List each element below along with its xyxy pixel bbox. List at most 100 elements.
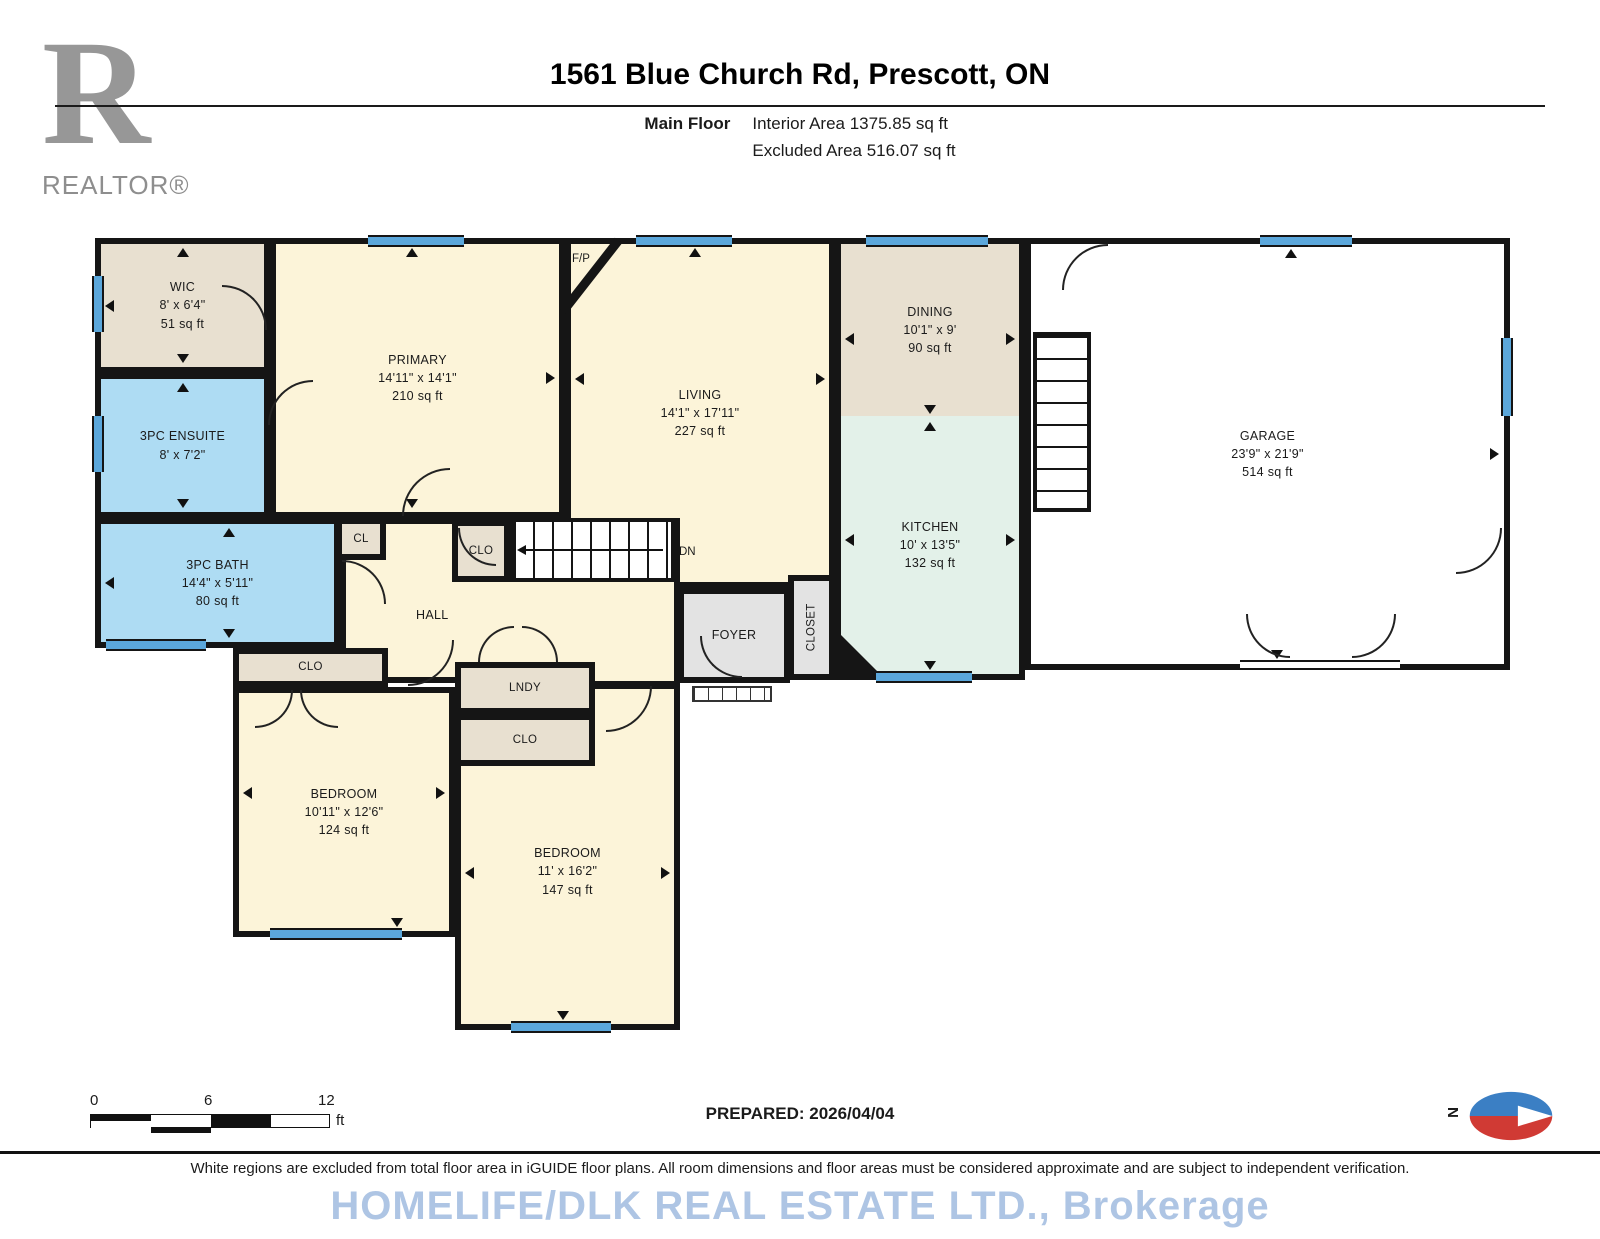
dimension-arrow xyxy=(816,373,825,386)
window xyxy=(92,416,104,472)
room-clo-bedroom1: CLO xyxy=(233,648,388,687)
room-dining: DINING 10'1" x 9' 90 sq ft xyxy=(835,238,1025,416)
room-name: WIC xyxy=(169,280,196,295)
garage-stairs xyxy=(1033,332,1091,512)
dimension-arrow xyxy=(1006,533,1015,546)
scale-segment xyxy=(91,1121,151,1127)
stair-direction-line xyxy=(524,549,663,551)
window xyxy=(106,639,206,651)
room-primary: PRIMARY 14'11" x 14'1" 210 sq ft xyxy=(270,238,565,518)
dimension-arrow xyxy=(845,332,854,345)
dimension-arrow xyxy=(243,786,252,799)
room-dims: 10'1" x 9' xyxy=(903,322,957,337)
window xyxy=(368,235,464,247)
room-area: 227 sq ft xyxy=(674,424,726,439)
compass-n-label: N xyxy=(1444,1107,1462,1118)
brokerage-watermark: HOMELIFE/DLK REAL ESTATE LTD., Brokerage xyxy=(330,1184,1270,1228)
dimension-arrow xyxy=(390,918,403,927)
compass-icon xyxy=(1469,1091,1553,1141)
scale-unit: ft xyxy=(336,1112,345,1129)
dimension-arrow xyxy=(405,248,418,257)
compass: N xyxy=(1444,1090,1558,1142)
stairs-main xyxy=(510,518,675,582)
room-name: KITCHEN xyxy=(901,519,959,534)
window xyxy=(270,928,402,940)
room-name: 3PC BATH xyxy=(186,557,249,572)
room-name: CLO xyxy=(298,661,323,674)
room-name: GARAGE xyxy=(1239,428,1296,443)
room-name: LIVING xyxy=(678,387,722,402)
dimension-arrow xyxy=(1006,332,1015,345)
window xyxy=(636,235,732,247)
room-area: 514 sq ft xyxy=(1242,465,1293,480)
floor-summary: Main Floor Interior Area 1375.85 sq ft E… xyxy=(0,114,1600,168)
scale-segment xyxy=(211,1121,271,1127)
disclaimer-text: White regions are excluded from total fl… xyxy=(190,1160,1410,1177)
room-name: HALL xyxy=(416,608,449,622)
header-divider xyxy=(55,105,1545,107)
excluded-area: Excluded Area 516.07 sq ft xyxy=(752,141,956,160)
room-dims: 8' x 7'2" xyxy=(159,447,206,462)
prepared-date: PREPARED: 2026/04/04 xyxy=(705,1104,895,1123)
room-bath: 3PC BATH 14'4" x 5'11" 80 sq ft xyxy=(95,518,340,648)
dimension-arrow xyxy=(176,499,189,508)
dimension-arrow xyxy=(1285,249,1298,258)
room-area: 132 sq ft xyxy=(904,556,956,571)
scale-segment xyxy=(91,1127,151,1133)
realtor-logo: R REALTOR® xyxy=(42,18,192,201)
room-dims: 8' x 6'4" xyxy=(159,298,206,313)
scale-segment xyxy=(151,1121,211,1127)
window xyxy=(1260,235,1352,247)
dimension-arrow xyxy=(924,661,936,670)
room-dims: 14'1" x 17'11" xyxy=(660,405,740,420)
dimension-arrow xyxy=(176,354,189,363)
window xyxy=(92,276,104,332)
room-name: CL xyxy=(353,532,369,545)
scale-end: 12 xyxy=(318,1092,335,1109)
room-ensuite: 3PC ENSUITE 8' x 7'2" xyxy=(95,373,270,518)
room-area: 80 sq ft xyxy=(195,594,240,609)
dimension-arrow xyxy=(845,533,854,546)
room-dims: 14'4" x 5'11" xyxy=(181,575,254,590)
room-area: 147 sq ft xyxy=(542,882,593,897)
room-area: 51 sq ft xyxy=(160,316,205,331)
room-dims: 23'9" x 21'9" xyxy=(1231,446,1304,461)
stairs-dn-label: DN xyxy=(679,546,696,558)
room-dims: 11' x 16'2" xyxy=(537,864,598,879)
scale-mid: 6 xyxy=(204,1092,213,1109)
room-name: 3PC ENSUITE xyxy=(139,429,226,444)
porch-step xyxy=(692,686,772,702)
scale-bar: 0 6 12 ft xyxy=(90,1092,350,1138)
dimension-arrow xyxy=(105,577,114,589)
dimension-arrow xyxy=(661,867,670,880)
scale-segment xyxy=(91,1115,151,1121)
dimension-arrow xyxy=(223,629,236,638)
window xyxy=(876,671,972,683)
realtor-logo-text: REALTOR® xyxy=(42,170,190,200)
scale-zero: 0 xyxy=(90,1092,99,1109)
room-name: DINING xyxy=(907,304,953,319)
dimension-arrow xyxy=(176,248,189,257)
dimension-arrow xyxy=(688,248,701,257)
room-dims: 10' x 13'5" xyxy=(899,537,961,552)
window xyxy=(1501,338,1513,416)
room-name: BEDROOM xyxy=(310,786,378,801)
page-title: 1561 Blue Church Rd, Prescott, ON xyxy=(549,58,1051,91)
room-name: CLO xyxy=(512,733,538,746)
room-name: PRIMARY xyxy=(388,352,447,367)
room-name: BEDROOM xyxy=(534,846,601,861)
scale-bar-graphic xyxy=(90,1114,330,1133)
dimension-arrow xyxy=(924,405,936,414)
dimension-arrow xyxy=(105,299,114,312)
window xyxy=(866,235,988,247)
window xyxy=(511,1021,611,1033)
dimension-arrow xyxy=(557,1011,570,1020)
realtor-logo-letter: R xyxy=(42,10,151,176)
dimension-arrow xyxy=(546,372,555,384)
fireplace-label: F/P xyxy=(572,253,590,265)
room-name: CLOSET xyxy=(805,603,818,652)
room-area: 90 sq ft xyxy=(908,341,952,356)
room-cl: CL xyxy=(336,518,386,560)
scale-segment xyxy=(151,1115,211,1121)
scale-segment xyxy=(211,1115,271,1121)
